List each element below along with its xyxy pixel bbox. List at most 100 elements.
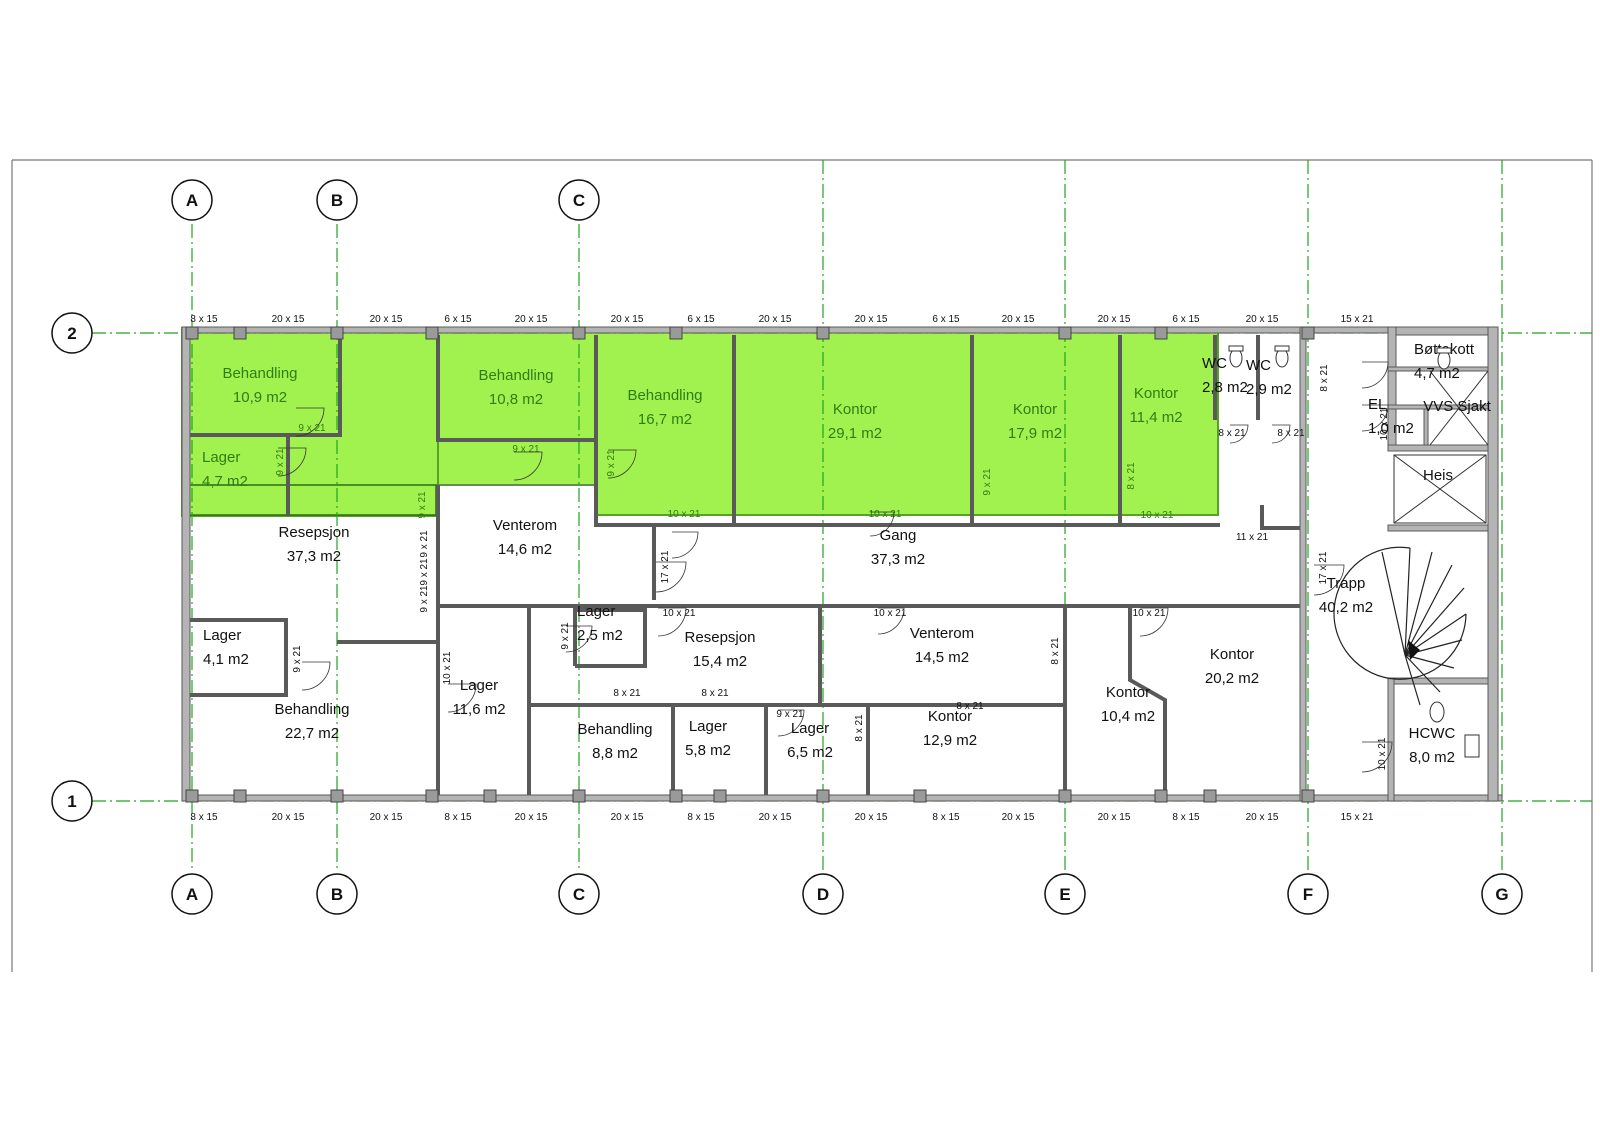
door-label-d27: 10 x 21: [1133, 608, 1166, 619]
stair-tread: [1404, 654, 1441, 693]
window-label-bottom: 15 x 21: [1341, 812, 1374, 823]
room-area: 37,3 m2: [871, 551, 925, 568]
room-name: HCWC: [1409, 725, 1456, 742]
door-label-d24: 10 x 21: [442, 651, 453, 684]
toilet-icon: [1275, 348, 1289, 368]
vvs-cross: [1429, 370, 1489, 446]
door-swing: [1139, 607, 1169, 637]
door-label-d8: 8 x 21: [1126, 462, 1137, 490]
door-label-d33: 10 x 21: [1377, 737, 1388, 770]
room-name: Behandling: [222, 365, 297, 382]
grid-bubble-row-1: 1: [51, 780, 93, 822]
door-swing: [447, 683, 477, 713]
room-area: 4,7 m2: [1414, 365, 1460, 382]
room-area: 40,2 m2: [1319, 599, 1373, 616]
door-label-d14: 10 x 21: [1379, 407, 1390, 440]
window-label-top: 20 x 15: [515, 314, 548, 325]
room-name: Heis: [1423, 467, 1453, 484]
door-label-d25: 10 x 21: [874, 608, 907, 619]
door-label-d5: 10 x 21: [668, 509, 701, 520]
window-label-bottom: 8 x 15: [444, 812, 472, 823]
facade-post: [483, 789, 497, 803]
door-swing: [655, 561, 687, 593]
door-label-d10: 9 x 21: [417, 491, 428, 519]
room-name: Behandling: [627, 387, 702, 404]
window-label-top: 20 x 15: [1002, 314, 1035, 325]
room-name: Kontor: [1210, 646, 1254, 663]
core-wall-e: [1387, 677, 1395, 802]
door-label-d18: 9 x 21: [419, 558, 430, 586]
room-area: 14,5 m2: [915, 649, 969, 666]
door-swing: [657, 607, 687, 637]
door-label-d19: 9 x 21: [419, 585, 430, 613]
bubble-circle: [558, 873, 600, 915]
room-name: Kontor: [928, 708, 972, 725]
grid-bubble-f-bottom: F: [1287, 873, 1329, 915]
door-label-d29: 8 x 21: [701, 688, 729, 699]
door-label-d13: 8 x 21: [1319, 364, 1330, 392]
exterior-wall-left: [181, 326, 191, 802]
bubble-circle: [558, 179, 600, 221]
room-wc-2: WC2,9 m2: [1246, 357, 1292, 398]
room-name: VVS Sjakt: [1423, 398, 1491, 415]
facade-post: [330, 789, 344, 803]
room-area: 22,7 m2: [285, 725, 339, 742]
room-area: 11,6 m2: [452, 701, 505, 718]
door-swing: [1361, 741, 1393, 773]
stair-tread: [1404, 654, 1421, 706]
grid-label-e: E: [1059, 885, 1070, 904]
window-label-top: 20 x 15: [370, 314, 403, 325]
door-label-d23: 9 x 21: [292, 645, 303, 673]
door-label-d31: 8 x 21: [854, 714, 865, 742]
door-label-d1: 9 x 21: [298, 423, 326, 434]
grid-label-a: A: [186, 191, 198, 210]
window-label-top: 20 x 15: [611, 314, 644, 325]
room-area: 10,8 m2: [489, 391, 543, 408]
elevator-symbol: [1393, 370, 1489, 524]
room-area: 14,6 m2: [498, 541, 552, 558]
door-label-d3: 9 x 21: [512, 444, 540, 455]
room-area: 37,3 m2: [287, 548, 341, 565]
spiral-stair: [1333, 546, 1467, 706]
room-el: EL1,0 m2: [1368, 396, 1414, 437]
highlight-zone: [181, 327, 1219, 519]
door-label-d30: 9 x 21: [776, 709, 804, 720]
door-swing: [277, 447, 307, 477]
door-label-d28: 8 x 21: [613, 688, 641, 699]
grid-label-a: A: [186, 885, 198, 904]
room-name: Kontor: [1013, 401, 1057, 418]
bubble-circle: [51, 780, 93, 822]
door-swing: [1361, 404, 1389, 432]
interior-walls: [190, 335, 1300, 795]
facade-post: [572, 326, 586, 340]
facade-post: [1058, 789, 1072, 803]
room-area: 10,4 m2: [1101, 708, 1155, 725]
highlight-zone-strip: [182, 484, 438, 515]
window-label-bottom: 20 x 15: [515, 812, 548, 823]
facade-post: [233, 326, 247, 340]
door-swing: [877, 607, 905, 635]
window-label-top: 20 x 15: [1098, 314, 1131, 325]
room-name: Resepsjon: [279, 524, 350, 541]
toilet-tank: [1436, 347, 1452, 354]
bubble-circle: [51, 312, 93, 354]
window-label-top: 6 x 15: [444, 314, 472, 325]
wall-lager-2: [190, 618, 288, 697]
door-label-d9: 10 x 21: [1141, 510, 1174, 521]
grid-bubble-a-top: A: [171, 179, 213, 221]
facade-post: [713, 789, 727, 803]
door-label-d11: 8 x 21: [1218, 428, 1246, 439]
window-label-top: 6 x 15: [932, 314, 960, 325]
door-label-d26: 8 x 21: [1050, 637, 1061, 665]
room-name: Kontor: [1134, 385, 1178, 402]
facade-post: [1154, 326, 1168, 340]
facade-post: [1154, 789, 1168, 803]
core-wall-c: [1387, 524, 1489, 532]
room-name: Lager: [689, 718, 727, 735]
